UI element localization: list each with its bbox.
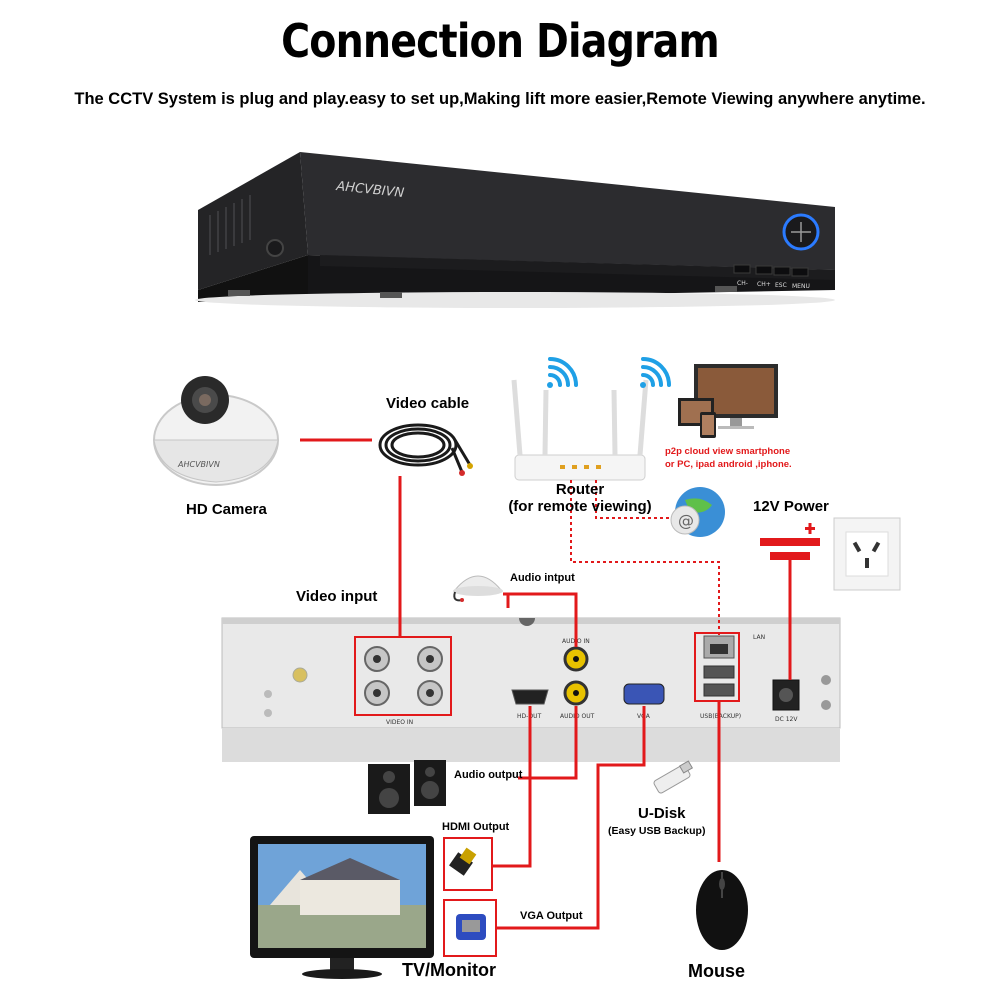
- svg-text:@: @: [678, 511, 694, 530]
- cloud-globe-icon: @: [670, 487, 725, 537]
- router-image: [511, 379, 649, 481]
- udisk-label: U-Disk: [638, 805, 686, 822]
- hdmi-connector-image: [443, 837, 493, 891]
- vga-out-line: [496, 706, 646, 930]
- router-label-line2: (for remote viewing): [508, 498, 652, 515]
- remote-devices-image: [678, 364, 778, 438]
- hdmi-out-line: [492, 706, 532, 868]
- nvr-front-image: AHCVBIVN CH- CH+ ESC MENU: [195, 152, 835, 308]
- vga-output-label: VGA Output: [520, 910, 583, 922]
- microphone-image: [453, 575, 503, 602]
- network-dotted-lines: [570, 480, 720, 636]
- audio-out-line: [518, 706, 578, 780]
- page-title: Connection Diagram: [281, 14, 720, 68]
- video-cable-image: [378, 423, 473, 476]
- wifi-icon: [640, 357, 671, 388]
- front-btn-ch-plus: CH+: [757, 281, 771, 288]
- nvr-brand-text: AHCVBIVN: [335, 179, 405, 201]
- front-btn-ch-minus: CH-: [737, 280, 748, 287]
- camera-brand-text: AHCVBIVN: [177, 460, 220, 469]
- front-btn-esc: ESC: [775, 282, 787, 289]
- vga-connector-image: [443, 899, 497, 957]
- mouse-image: [696, 870, 748, 950]
- router-label-line1: Router: [555, 481, 605, 498]
- p2p-text: p2p cloud view smartphone or PC, ipad an…: [665, 446, 792, 470]
- port-video-in-label: VIDEO IN: [386, 719, 413, 726]
- audio-input-label: Audio intput: [510, 572, 575, 584]
- wifi-icon: [547, 357, 578, 388]
- port-dc-label: DC 12V: [775, 716, 798, 723]
- camera-label: HD Camera: [186, 501, 267, 518]
- monitor-label: TV/Monitor: [402, 960, 496, 980]
- port-usb-label: USB(BACKUP): [700, 713, 741, 720]
- speakers-image: [368, 760, 446, 814]
- udisk-sublabel: (Easy USB Backup): [608, 825, 706, 837]
- mouse-label: Mouse: [688, 961, 746, 981]
- audio-in-line: [506, 592, 578, 647]
- audio-output-label: Audio output: [454, 769, 523, 781]
- monitor-image: [250, 836, 434, 979]
- hdmi-output-label: HDMI Output: [442, 821, 510, 833]
- camera-image: AHCVBIVN: [153, 376, 279, 486]
- usb-drive-icon: [653, 760, 694, 794]
- port-lan-label: LAN: [753, 634, 765, 641]
- power-label: 12V Power: [753, 498, 829, 515]
- video-cable-label: Video cable: [386, 395, 470, 412]
- power-symbol-icon: [760, 523, 820, 560]
- page-subtitle: The CCTV System is plug and play.easy to…: [74, 90, 926, 108]
- p2p-line1: p2p cloud view smartphone: [665, 446, 791, 457]
- video-input-label: Video input: [296, 588, 378, 605]
- front-btn-menu: MENU: [792, 283, 810, 290]
- p2p-line2: or PC, ipad android ,iphone.: [665, 459, 792, 470]
- router-label: Router (for remote viewing): [500, 481, 660, 515]
- wall-socket-image: [833, 517, 901, 591]
- connection-lines: [300, 438, 792, 930]
